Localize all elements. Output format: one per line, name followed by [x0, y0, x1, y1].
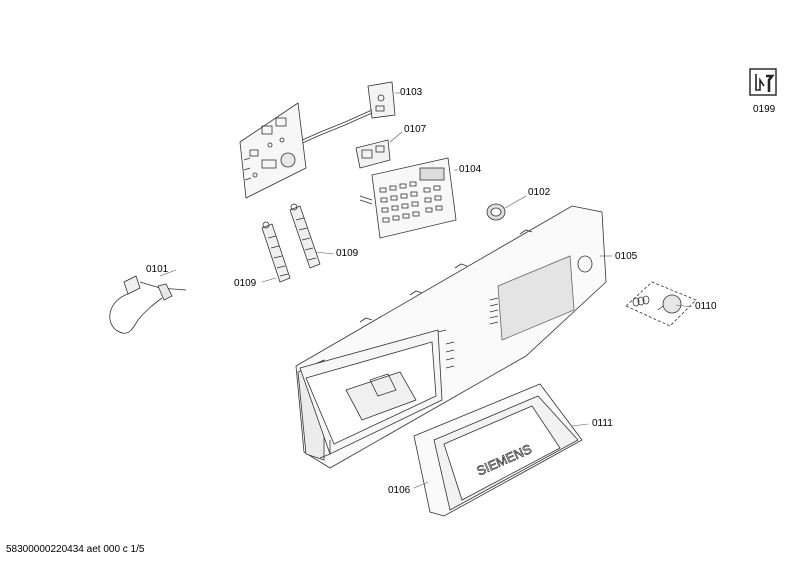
label-part-0110: 0110 [695, 301, 717, 312]
label-part-0106: 0106 [388, 485, 411, 496]
label-part-0199: 0199 [753, 104, 776, 115]
label-part-0109-right: 0109 [336, 248, 359, 259]
label-part-0105: 0105 [615, 251, 638, 262]
label-part-0103: 0103 [400, 87, 423, 98]
label-part-0111: 0111 [592, 418, 613, 429]
part-main-board [239, 102, 307, 199]
label-part-0104: 0104 [459, 164, 482, 175]
part-0101-power-cable [109, 275, 187, 334]
part-0111-drawer-front [413, 383, 583, 517]
label-part-0107: 0107 [404, 124, 427, 135]
part-0110-knob-assembly [625, 281, 697, 327]
keypad-buttons [379, 181, 443, 223]
label-part-0102: 0102 [528, 187, 551, 198]
service-tool-icon [749, 68, 777, 96]
document-footer: 58300000220434 aet 000 c 1/5 [6, 544, 145, 555]
part-0109-light-guide-right [289, 203, 321, 269]
part-0102-knob [486, 203, 506, 221]
label-part-0109-left: 0109 [234, 278, 257, 289]
part-0105-control-panel [295, 205, 607, 469]
part-0109-light-guide-left [261, 221, 291, 283]
wire-harness [297, 109, 373, 146]
leader-lines [159, 92, 693, 489]
part-0107-module [355, 139, 391, 169]
part-0103-board [367, 81, 396, 119]
part-0104-keypad [359, 157, 457, 239]
label-part-0101: 0101 [146, 264, 169, 275]
